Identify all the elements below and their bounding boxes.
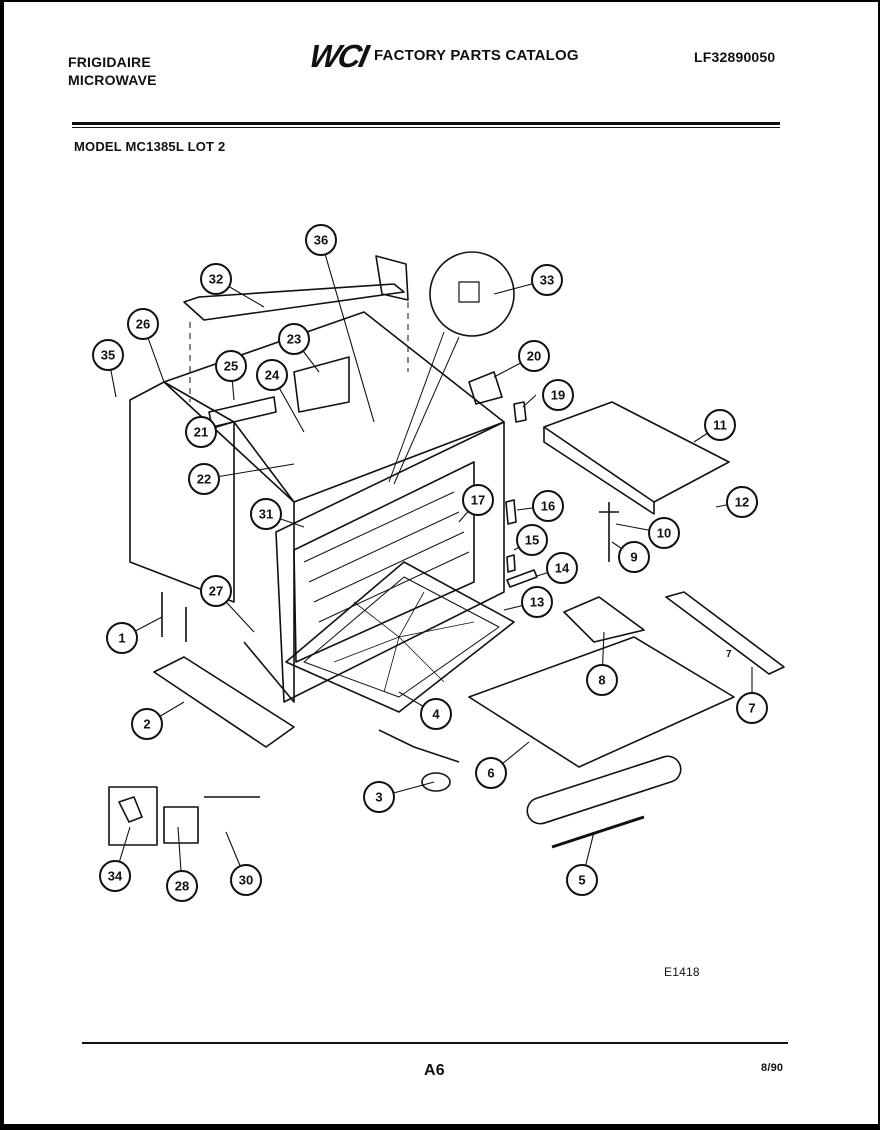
svg-text:10: 10	[657, 526, 671, 541]
figure-code: E1418	[664, 965, 700, 979]
side-rail	[665, 591, 785, 675]
svg-text:16: 16	[541, 499, 555, 514]
callout-13: 13	[521, 586, 553, 618]
svg-text:1: 1	[118, 631, 125, 646]
callout-8: 8	[586, 664, 618, 696]
svg-text:24: 24	[265, 368, 280, 383]
stirrer-blade	[563, 596, 645, 643]
svg-text:15: 15	[525, 533, 539, 548]
callout-14: 14	[546, 552, 578, 584]
callout-15: 15	[516, 524, 548, 556]
callout-21: 21	[185, 416, 217, 448]
svg-text:22: 22	[197, 472, 211, 487]
heating-element-loop	[526, 755, 682, 825]
callout-24: 24	[256, 359, 288, 391]
callout-17: 17	[462, 484, 494, 516]
svg-text:21: 21	[194, 425, 208, 440]
callout-20: 20	[518, 340, 550, 372]
callout-32: 32	[200, 263, 232, 295]
svg-text:14: 14	[555, 561, 570, 576]
oven-tray	[285, 561, 515, 713]
top-rail	[183, 283, 405, 321]
footer-rule	[82, 1042, 788, 1044]
bottom-rail	[153, 656, 295, 748]
header-rule-top	[72, 122, 780, 125]
callout-7: 7	[736, 692, 768, 724]
model-line: MODEL MC1385L LOT 2	[74, 139, 226, 154]
catalog-number: LF32890050	[694, 49, 776, 65]
callout-26: 26	[127, 308, 159, 340]
callout-36: 36	[305, 224, 337, 256]
inline-label-7: 7	[726, 649, 732, 660]
callout-27: 27	[200, 575, 232, 607]
svg-text:4: 4	[432, 707, 440, 722]
catalog-sheet: FRIGIDAIRE MICROWAVE WCI FACTORY PARTS C…	[4, 2, 878, 1124]
hinge-bracket	[375, 255, 409, 301]
svg-text:8: 8	[598, 673, 605, 688]
callout-22: 22	[188, 463, 220, 495]
svg-text:19: 19	[551, 388, 565, 403]
svg-text:25: 25	[224, 359, 238, 374]
control-panel-assembly	[543, 401, 730, 503]
callout-25: 25	[215, 350, 247, 382]
glass-plate	[468, 636, 735, 768]
catalog-title: FACTORY PARTS CATALOG	[374, 47, 579, 64]
svg-text:9: 9	[630, 550, 637, 565]
callout-12: 12	[726, 486, 758, 518]
svg-text:17: 17	[471, 493, 485, 508]
revision-date: 8/90	[761, 1062, 784, 1074]
callout-6: 6	[475, 757, 507, 789]
svg-text:34: 34	[108, 869, 123, 884]
svg-text:3: 3	[375, 790, 382, 805]
svg-text:20: 20	[527, 349, 541, 364]
callout-34: 34	[99, 860, 131, 892]
svg-text:11: 11	[713, 418, 727, 433]
part-34-box	[108, 786, 158, 846]
svg-text:32: 32	[209, 272, 223, 287]
brand-name: FRIGIDAIRE	[68, 54, 151, 70]
svg-text:23: 23	[287, 332, 301, 347]
svg-text:2: 2	[143, 717, 150, 732]
page-number: A6	[424, 1062, 445, 1079]
callout-23: 23	[278, 323, 310, 355]
part-20-bracket	[468, 371, 503, 405]
front-frame	[275, 421, 505, 703]
callout-33: 33	[531, 264, 563, 296]
callout-31: 31	[250, 498, 282, 530]
callout-30: 30	[230, 864, 262, 896]
svg-text:26: 26	[136, 317, 150, 332]
svg-text:6: 6	[487, 766, 494, 781]
callout-4: 4	[420, 698, 452, 730]
svg-text:27: 27	[209, 584, 223, 599]
svg-text:13: 13	[530, 595, 544, 610]
callout-1: 1	[106, 622, 138, 654]
svg-text:33: 33	[540, 273, 554, 288]
callout-2: 2	[131, 708, 163, 740]
svg-text:7: 7	[748, 701, 755, 716]
product-type: MICROWAVE	[68, 72, 157, 88]
callout-3: 3	[363, 781, 395, 813]
svg-text:31: 31	[259, 507, 273, 522]
callout-11: 11	[704, 409, 736, 441]
svg-text:36: 36	[314, 233, 328, 248]
header-rule-bottom	[72, 127, 780, 128]
part-28-box	[163, 806, 199, 844]
callout-35: 35	[92, 339, 124, 371]
callout-16: 16	[532, 490, 564, 522]
callout-5: 5	[566, 864, 598, 896]
svg-text:28: 28	[175, 879, 189, 894]
svg-text:30: 30	[239, 873, 253, 888]
callout-9: 9	[618, 541, 650, 573]
waveguide-cover	[293, 356, 350, 413]
callout-28: 28	[166, 870, 198, 902]
svg-text:35: 35	[101, 348, 115, 363]
cabinet-side-panel	[129, 381, 235, 603]
callout-10: 10	[648, 517, 680, 549]
svg-text:12: 12	[735, 495, 749, 510]
svg-text:5: 5	[578, 873, 585, 888]
callout-19: 19	[542, 379, 574, 411]
exploded-parts-diagram: 1 2 3 4 5 6 7 8 9 10 11 12 13 14 15 16 1…	[92, 224, 785, 902]
